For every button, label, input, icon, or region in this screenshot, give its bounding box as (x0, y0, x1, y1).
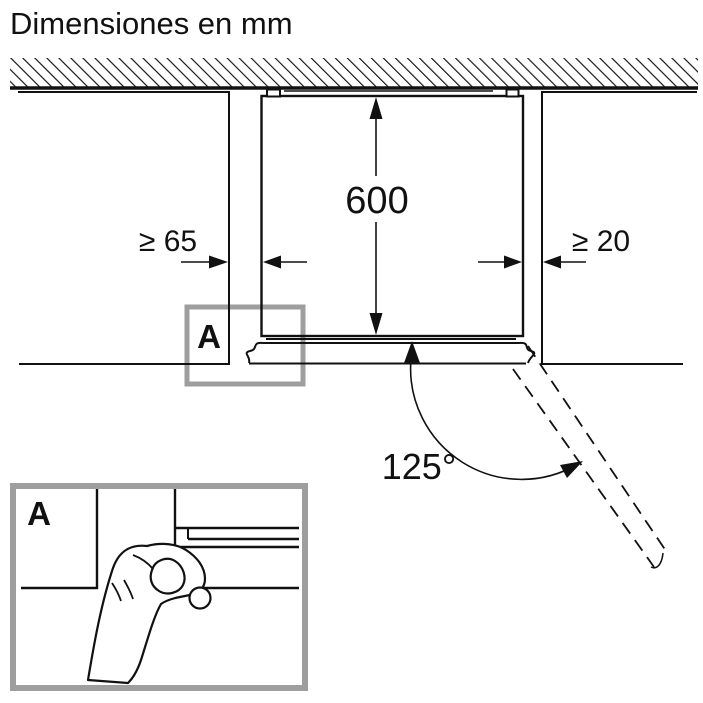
hatch-band (10, 58, 698, 87)
appliance-carcass (260, 94, 525, 338)
door-angle-annotation: 125° (382, 341, 583, 487)
hand-tendon-line-1 (111, 582, 122, 602)
page-title: Dimensiones en mm (10, 6, 293, 41)
detail-callout-box (184, 304, 306, 387)
right-top-spacer (505, 88, 520, 98)
arrow-right (209, 255, 228, 269)
dimension-left-clearance: ≥ 65 (139, 225, 307, 269)
open-door-outer-edge (527, 345, 667, 552)
open-door-end-break (650, 552, 664, 569)
arrow-right (504, 255, 522, 269)
left-wall-outline (18, 91, 230, 365)
hand-tendon-line-2 (123, 579, 134, 600)
detail-inset: A (10, 483, 308, 691)
right-clearance-value: ≥ 20 (572, 225, 630, 258)
detail-callout-letter: A (197, 318, 221, 355)
curled-finger (149, 557, 186, 595)
arc-arrow-end (560, 461, 583, 478)
dimension-right-clearance: ≥ 20 (478, 225, 630, 269)
arrow-left (263, 255, 281, 269)
left-clearance-value: ≥ 65 (139, 225, 197, 258)
arrow-down (369, 313, 383, 335)
door-angle-value: 125° (382, 446, 456, 487)
appliance-door-closed (245, 338, 536, 365)
inset-letter: A (27, 495, 51, 532)
appliance-body (260, 88, 525, 338)
door-left-break (245, 341, 264, 364)
depth-value: 600 (345, 180, 408, 222)
dimension-depth: 600 (345, 97, 409, 335)
arrow-left (543, 255, 561, 269)
ceiling-hatch (10, 58, 698, 90)
angle-arc (409, 358, 579, 481)
thumb-tip (188, 586, 212, 610)
hand-illustration (86, 542, 212, 685)
right-wall-outline (541, 91, 697, 365)
finger-separation-line (132, 554, 154, 570)
open-door-inner-edge (512, 368, 655, 568)
arrow-up (369, 97, 383, 119)
appliance-door-open-dashed (512, 345, 667, 569)
inset-wall-outline (21, 489, 99, 590)
arc-arrow-start (404, 341, 420, 363)
left-top-spacer (266, 88, 281, 98)
